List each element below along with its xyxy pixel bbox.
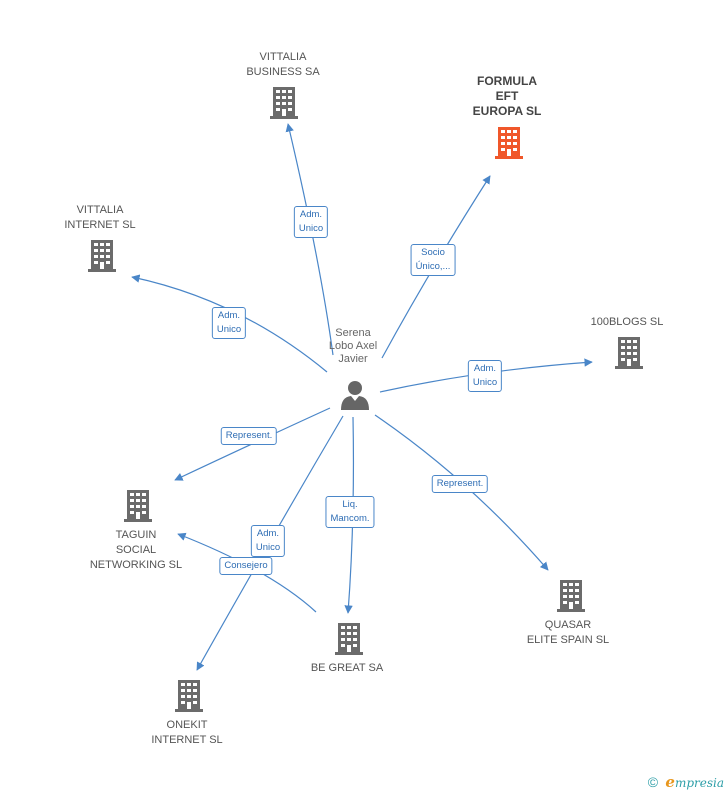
company-label-100blogs[interactable]: 100BLOGS SL	[590, 316, 664, 328]
building-icon[interactable]	[335, 623, 363, 655]
relation-label-be-great[interactable]: Liq. Mancom.	[325, 496, 375, 528]
company-label-formula-eft[interactable]: FORMULA EFT EUROPA SL	[472, 74, 542, 118]
person-name[interactable]: Serena Lobo Axel Javier	[328, 327, 378, 365]
building-icon[interactable]	[88, 240, 116, 272]
relation-label-100blogs[interactable]: Adm. Unico	[467, 360, 503, 392]
building-icon[interactable]	[175, 680, 203, 712]
building-icon[interactable]	[270, 87, 298, 119]
copyright-icon: ©	[647, 774, 659, 790]
edge-vittalia-business	[285, 123, 334, 356]
building-icon[interactable]	[615, 337, 643, 369]
company-label-taguin[interactable]: TAGUIN SOCIAL NETWORKING SL	[89, 529, 183, 571]
company-label-vittalia-internet[interactable]: VITTALIA INTERNET SL	[64, 204, 136, 231]
building-icon[interactable]	[495, 127, 523, 159]
relation-label-onekit[interactable]: Adm. Unico	[250, 525, 286, 557]
footer-brand: © empresia	[648, 773, 724, 791]
relation-label-formula-eft[interactable]: Socio Único,...	[410, 244, 456, 276]
relation-label-vittalia-internet[interactable]: Adm. Unico	[211, 307, 247, 339]
brand-logo[interactable]: empresia	[665, 773, 724, 791]
relation-label-vittalia-business[interactable]: Adm. Unico	[293, 206, 329, 238]
company-label-quasar[interactable]: QUASAR ELITE SPAIN SL	[526, 619, 610, 646]
company-label-vittalia-business[interactable]: VITTALIA BUSINESS SA	[246, 51, 320, 78]
company-label-be-great[interactable]: BE GREAT SA	[310, 662, 384, 674]
building-icon[interactable]	[124, 490, 152, 522]
building-icon[interactable]	[557, 580, 585, 612]
company-label-onekit[interactable]: ONEKIT INTERNET SL	[151, 719, 223, 746]
relation-label-taguin[interactable]: Represent.	[220, 427, 278, 445]
person-icon[interactable]	[341, 381, 369, 410]
relation-label-quasar[interactable]: Represent.	[431, 475, 489, 493]
relation-label-taguin-begreat[interactable]: Consejero	[219, 557, 273, 575]
